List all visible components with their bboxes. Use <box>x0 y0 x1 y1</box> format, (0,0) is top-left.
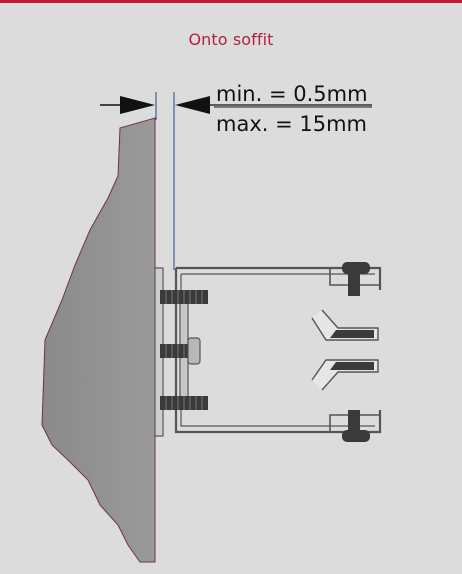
lower-spring-clip <box>311 359 379 391</box>
u-channel-bracket-inner <box>180 273 375 427</box>
top-right-screw <box>342 262 370 296</box>
dimension-arrow-left <box>120 96 155 114</box>
top-bolt <box>160 290 208 304</box>
bottom-right-screw <box>342 410 370 442</box>
dimension-min-label: min. = 0.5mm <box>216 82 368 106</box>
upper-spring-clip <box>311 309 379 341</box>
u-channel-bracket-lip-top <box>329 268 380 286</box>
middle-bolt <box>160 337 201 365</box>
top-accent-rule <box>0 0 462 3</box>
dimension-arrow-right <box>175 96 210 114</box>
soffit-substrate <box>41 117 156 563</box>
dimension-max-label: max. = 15mm <box>216 112 367 136</box>
diagram-caption: Onto soffit <box>188 30 274 49</box>
bottom-bolt <box>160 396 208 410</box>
u-channel-bracket-lip-bottom <box>329 414 380 432</box>
